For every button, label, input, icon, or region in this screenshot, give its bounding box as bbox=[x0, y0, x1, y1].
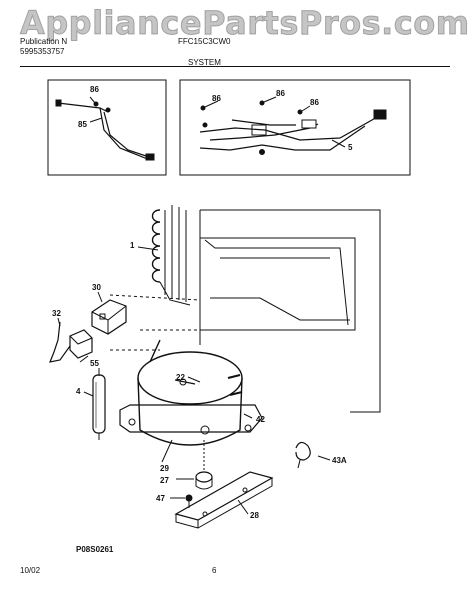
callout-label: 43A bbox=[332, 456, 347, 465]
callout-label: 42 bbox=[256, 415, 265, 424]
callout-label: 86 bbox=[212, 94, 221, 103]
callout-label: 28 bbox=[250, 511, 259, 520]
callout-label: 55 bbox=[90, 359, 99, 368]
screw-icon bbox=[200, 100, 303, 115]
callout-label: 47 bbox=[156, 494, 165, 503]
callout-label: 29 bbox=[160, 464, 169, 473]
callout-label: 86 bbox=[310, 98, 319, 107]
callout-label: 1 bbox=[130, 241, 135, 250]
header-rule bbox=[20, 66, 450, 67]
footer-date: 10/02 bbox=[20, 566, 41, 575]
callout-label: 27 bbox=[160, 476, 169, 485]
figure-code: P08S0261 bbox=[76, 545, 114, 554]
wire-harness-right bbox=[199, 109, 387, 155]
condenser-coil bbox=[151, 205, 191, 306]
callout-label: 5 bbox=[348, 143, 353, 152]
publication-label: Publication N bbox=[20, 37, 68, 46]
watermark-logo: AppliancePartsPros.com bbox=[20, 4, 469, 43]
grommet bbox=[195, 440, 213, 490]
guide-lines bbox=[109, 294, 210, 351]
relay-overload bbox=[91, 299, 127, 335]
model-number: FFC15C3CW0 bbox=[178, 37, 231, 46]
power-wire bbox=[49, 321, 71, 363]
cabinet-outline bbox=[199, 209, 381, 413]
callout-label: 32 bbox=[52, 309, 61, 318]
inset-box-left bbox=[47, 79, 167, 176]
callout-label: 22 bbox=[176, 373, 185, 382]
callout-label: 85 bbox=[78, 120, 87, 129]
filter-drier bbox=[92, 368, 106, 440]
publication-number: 5995353757 bbox=[20, 47, 65, 56]
callout-label: 30 bbox=[92, 283, 101, 292]
tube-clamp bbox=[295, 441, 311, 469]
mounting-bracket bbox=[174, 471, 274, 529]
terminal-cover bbox=[69, 329, 93, 359]
callout-label: 4 bbox=[76, 387, 81, 396]
callout-label: 86 bbox=[90, 85, 99, 94]
callout-label: 86 bbox=[276, 89, 285, 98]
wire-harness-left bbox=[55, 99, 155, 161]
section-title: SYSTEM bbox=[188, 58, 221, 67]
compressor bbox=[119, 339, 263, 446]
inset-box-right bbox=[179, 79, 411, 176]
page-number: 6 bbox=[212, 566, 217, 575]
